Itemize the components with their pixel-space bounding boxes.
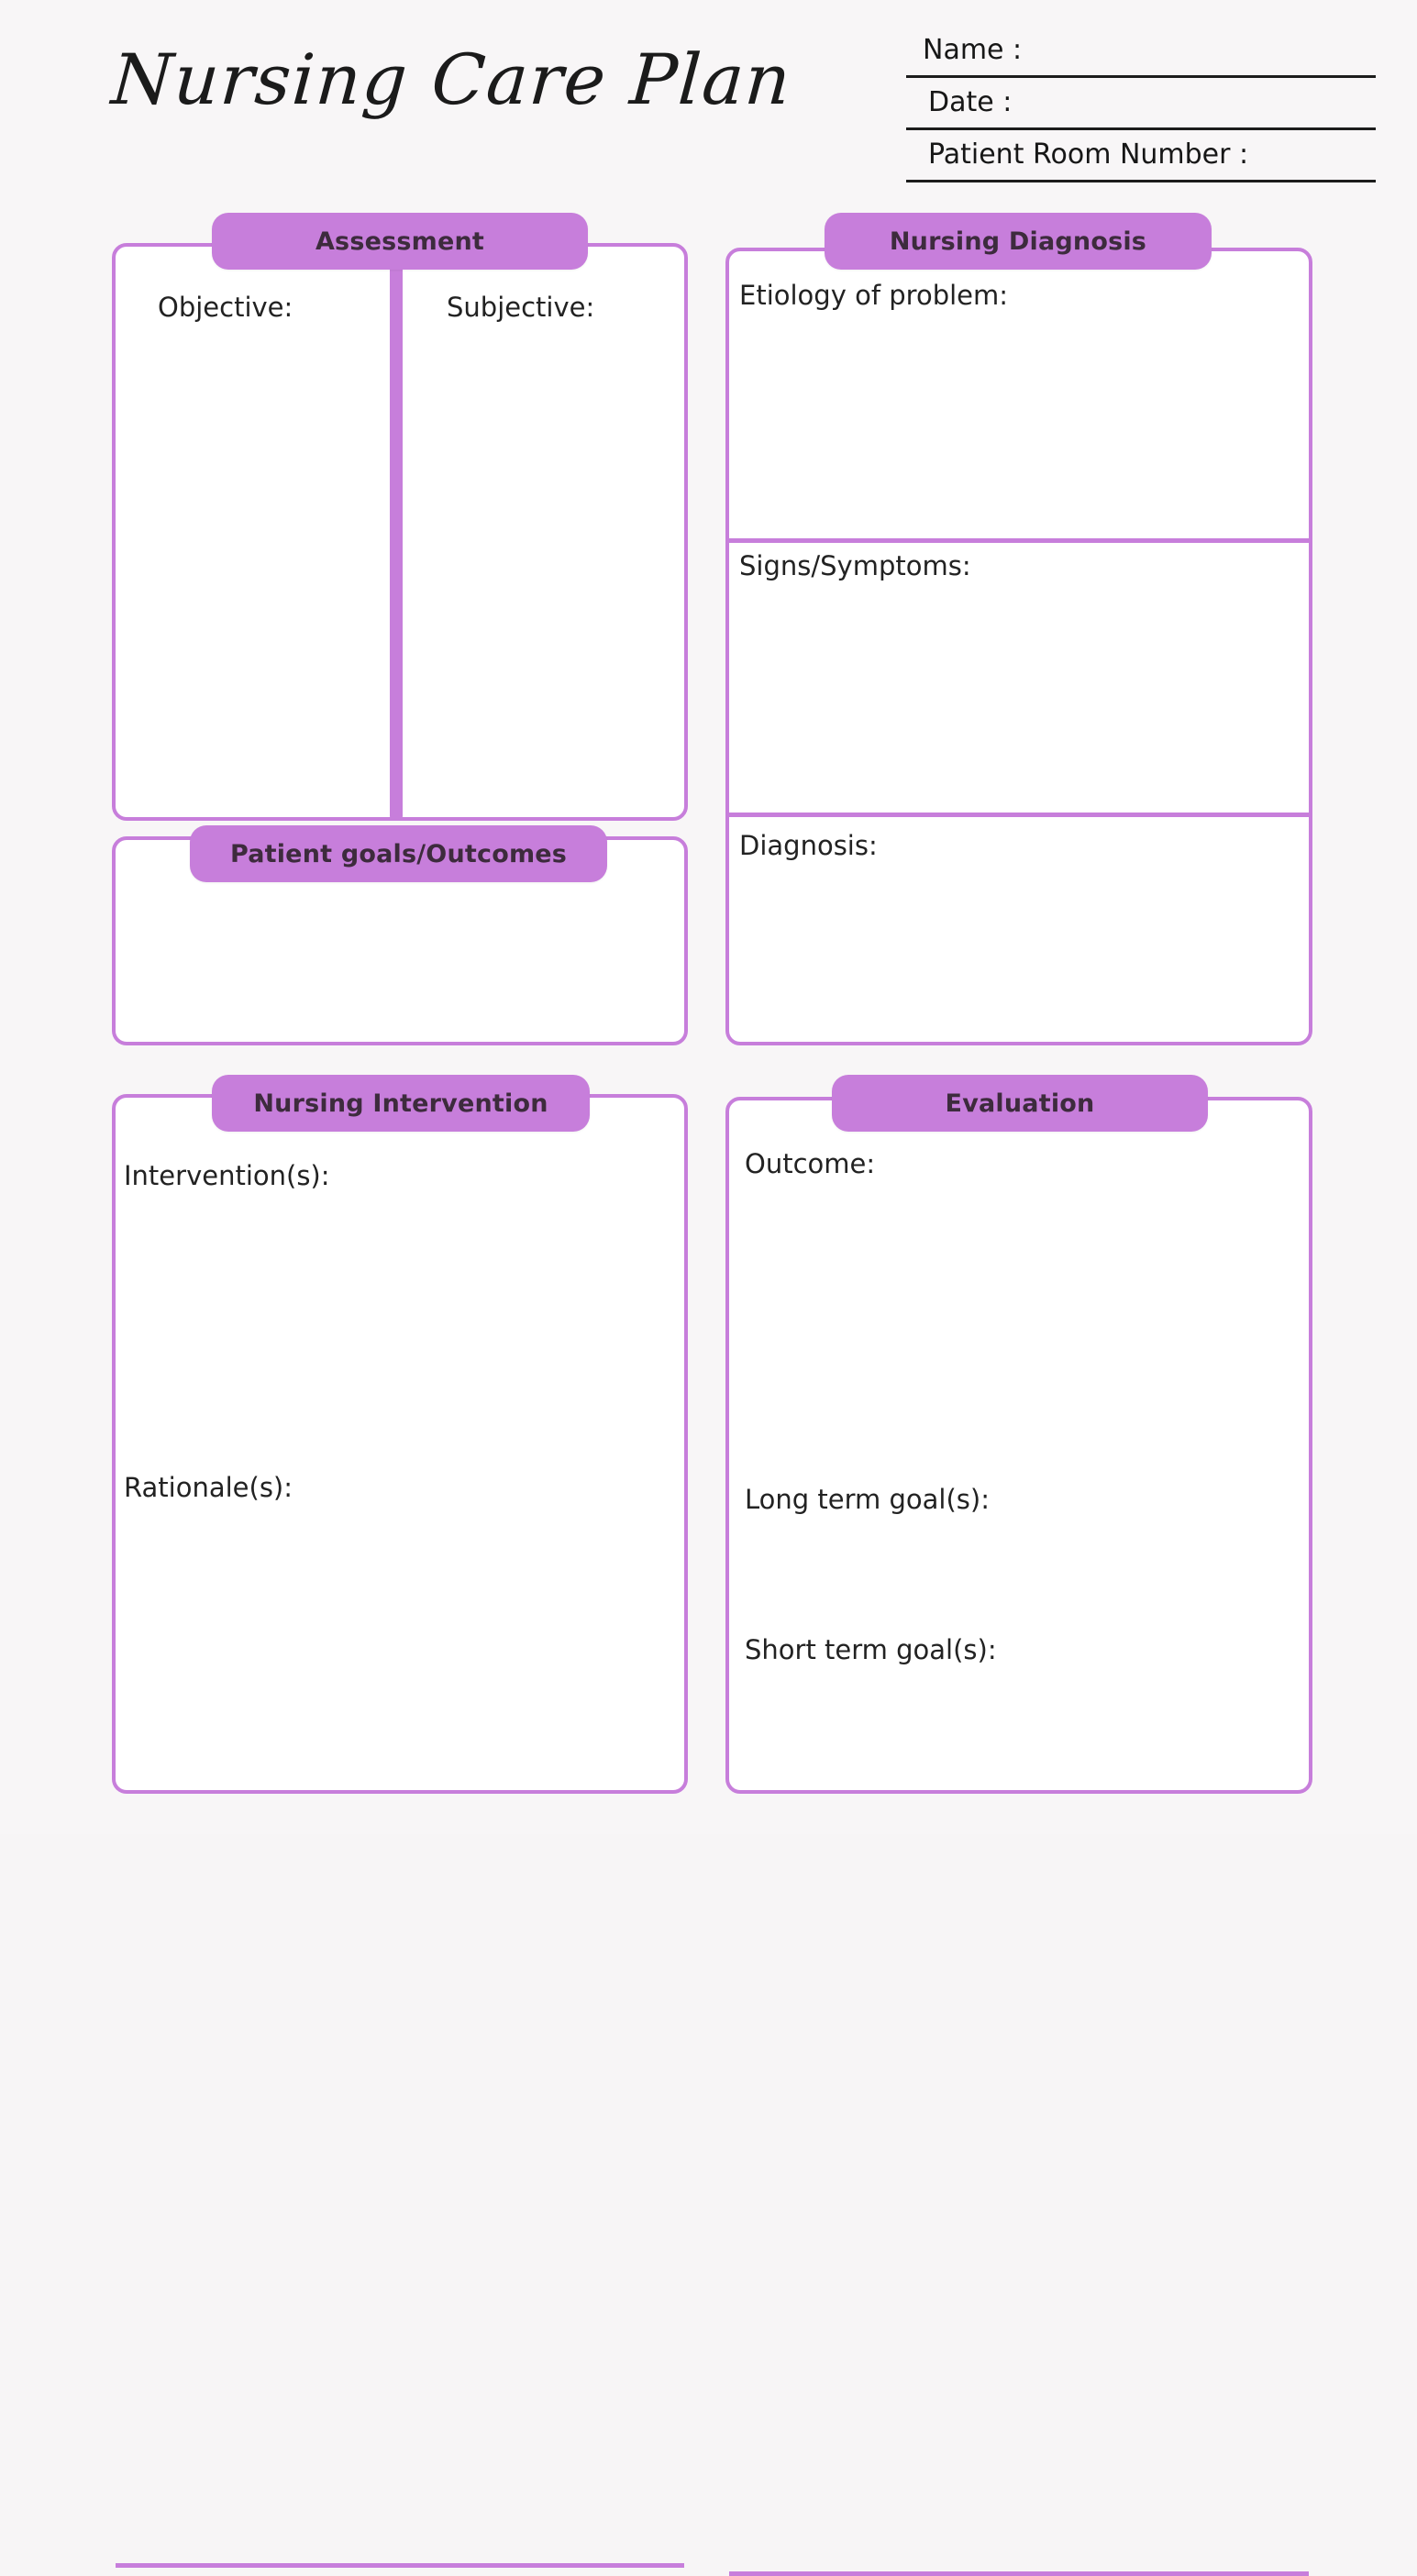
patient-goals-header-pill: Patient goals/Outcomes xyxy=(190,825,607,882)
evaluation-header-pill: Evaluation xyxy=(832,1075,1208,1132)
intervention-divider-rationale xyxy=(116,2563,684,2568)
rationale-label: Rationale(s): xyxy=(124,1472,293,1503)
patient-room-number-field-label: Patient Room Number : xyxy=(928,138,1249,171)
nursing-intervention-header-label: Nursing Intervention xyxy=(253,1089,548,1118)
patient-goals-header-label: Patient goals/Outcomes xyxy=(229,839,568,868)
nursing-diagnosis-header-pill: Nursing Diagnosis xyxy=(825,213,1212,270)
patient-room-number-field-row[interactable]: Patient Room Number : xyxy=(906,130,1376,182)
nursing-diagnosis-box[interactable] xyxy=(725,248,1312,1045)
assessment-header-pill: Assessment xyxy=(212,213,588,270)
patient-info-fields: Name : Date : Patient Room Number : xyxy=(906,26,1376,182)
date-field-row[interactable]: Date : xyxy=(906,78,1376,130)
nursing-diagnosis-header-label: Nursing Diagnosis xyxy=(889,227,1147,256)
etiology-of-problem-label: Etiology of problem: xyxy=(739,280,1009,311)
nursing-intervention-header-pill: Nursing Intervention xyxy=(212,1075,590,1132)
page-header: Nursing Care Plan Name : Date : Patient … xyxy=(0,0,1417,197)
nursing-intervention-box[interactable] xyxy=(112,1094,688,2568)
assessment-column-divider xyxy=(390,249,403,818)
evaluation-divider-goals xyxy=(729,2571,1309,2576)
evaluation-box[interactable] xyxy=(725,1097,1312,2576)
diagnosis-label: Diagnosis: xyxy=(739,830,878,861)
name-field-label: Name : xyxy=(923,34,1023,66)
objective-label: Objective: xyxy=(158,292,293,323)
diagnosis-divider-signs xyxy=(729,813,1309,817)
subjective-label: Subjective: xyxy=(447,292,595,323)
short-term-goal-label: Short term goal(s): xyxy=(745,1634,997,1665)
assessment-header-label: Assessment xyxy=(315,227,485,256)
long-term-goal-label: Long term goal(s): xyxy=(745,1484,990,1515)
date-field-label: Date : xyxy=(928,86,1013,118)
outcome-label: Outcome: xyxy=(745,1148,876,1179)
interventions-label: Intervention(s): xyxy=(124,1160,330,1191)
diagnosis-divider-etiology xyxy=(729,538,1309,543)
evaluation-header-label: Evaluation xyxy=(945,1089,1095,1118)
page-title: Nursing Care Plan xyxy=(108,39,795,120)
signs-symptoms-label: Signs/Symptoms: xyxy=(739,550,971,581)
name-field-row[interactable]: Name : xyxy=(906,26,1376,78)
